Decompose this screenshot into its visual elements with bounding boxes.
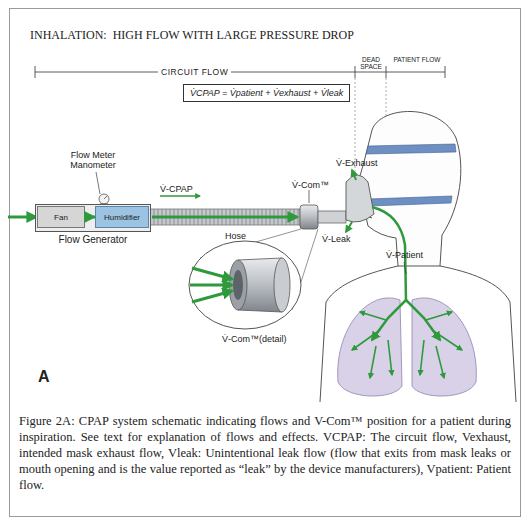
flow-generator: Flow Generator Fan Humidifier [35, 204, 151, 246]
illustration-part [346, 175, 374, 222]
flow-label: V̇-Leak [322, 234, 351, 244]
panel-letter: A [38, 368, 50, 386]
fan-box: Fan [37, 206, 85, 228]
illustration-part [10, 9, 521, 517]
illustration-part [355, 66, 356, 78]
dimension-label: DEAD SPACE [357, 56, 385, 70]
flow-label: V̇-Patient [386, 250, 423, 260]
illustration-part [318, 211, 346, 223]
figure-caption: Figure 2A: CPAP system schematic indicat… [19, 413, 511, 493]
illustration-part [8, 216, 36, 219]
illustration-part [152, 216, 297, 219]
illustration-part [104, 196, 107, 199]
illustration-part [445, 66, 446, 78]
illustration-part [370, 346, 376, 378]
dimension-label: CIRCUIT FLOW [158, 67, 231, 77]
illustration-part [309, 190, 310, 203]
dimension-label: PATIENT FLOW [392, 56, 442, 63]
illustration-part [352, 170, 356, 180]
illustration-part [360, 312, 386, 320]
illustration-part [372, 207, 440, 340]
equation-box: V̇CPAP = V̇patient + V̇exhaust + V̇leak [183, 84, 350, 102]
illustration-part [96, 172, 109, 207]
illustration-part [357, 111, 461, 266]
part-label: Flow Meter Manometer [62, 150, 124, 170]
illustration-part [35, 72, 445, 73]
illustration-part [190, 284, 232, 287]
illustration-part [190, 268, 232, 302]
illustration-part [192, 268, 232, 279]
illustration-part [233, 270, 243, 300]
illustration-part [404, 262, 406, 274]
generator-frame [36, 205, 151, 232]
illustration-part [192, 291, 232, 302]
illustration-part [412, 298, 476, 396]
illustration-part [35, 66, 36, 78]
illustration-part [300, 205, 318, 229]
node-text: V̇CPAP = V̇patient + V̇exhaust + V̇leak [190, 88, 343, 98]
illustration-part [346, 222, 352, 232]
illustration-part [352, 312, 462, 378]
illustration-part [366, 144, 456, 154]
figure-title: INHALATION: HIGH FLOW WITH LARGE PRESSUR… [30, 28, 354, 43]
illustration-part [426, 312, 452, 320]
flow-label: V̇-Exhaust [336, 158, 378, 168]
humidifier-box: Humidifier [95, 206, 149, 228]
illustration-part [150, 209, 300, 225]
detail-label: V̇-Com™(detail) [222, 334, 287, 344]
illustration-part [368, 196, 452, 206]
flow-label: V̇-CPAP [160, 184, 193, 194]
part-label: Hose [225, 231, 246, 241]
illustration-part [96, 172, 100, 194]
flow-label: V̇-Com™ [292, 180, 329, 190]
illustration-part [406, 300, 440, 340]
illustration-part [338, 298, 477, 396]
illustration-part [372, 300, 406, 340]
node-text: Humidifier [96, 213, 148, 222]
node-text: Flow Generator [35, 234, 151, 245]
illustration-part [388, 340, 392, 375]
illustration-part [99, 194, 109, 204]
illustration-part [420, 340, 424, 375]
illustration-part [320, 111, 516, 402]
node-text: Fan [38, 213, 84, 222]
illustration-part [386, 66, 387, 78]
illustration-part [274, 258, 290, 312]
illustration-part [436, 346, 444, 378]
illustration-part [189, 241, 301, 329]
illustration-part [160, 195, 200, 197]
illustration-part [190, 258, 290, 312]
